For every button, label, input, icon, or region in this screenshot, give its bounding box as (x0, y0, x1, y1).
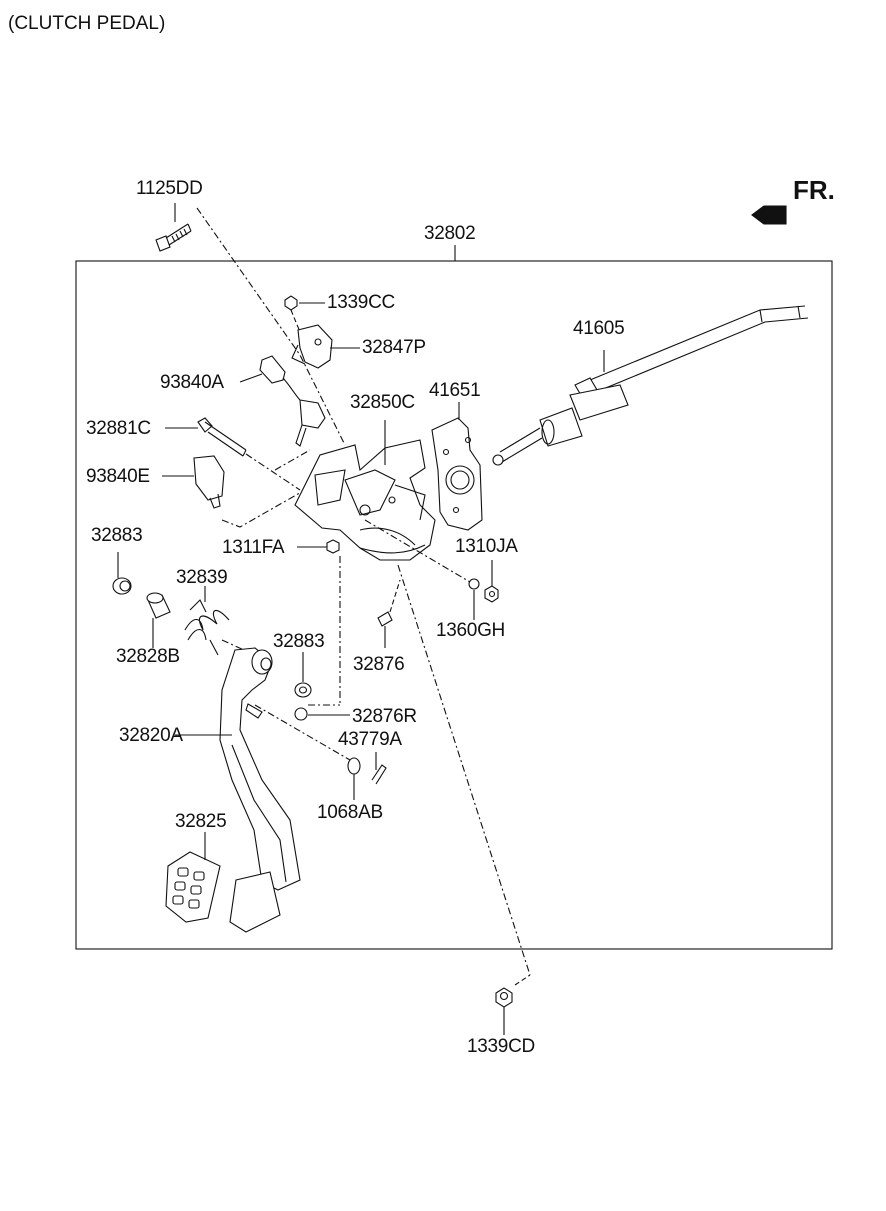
label-1310ja: 1310JA (455, 536, 518, 557)
bolt-1125dd (155, 203, 192, 252)
label-32839: 32839 (176, 567, 228, 588)
pin-32881c (165, 417, 247, 457)
label-1360gh: 1360GH (436, 620, 505, 641)
pedal-bracket-32850c (294, 420, 436, 561)
stopper-32876 (377, 611, 393, 648)
clip-43779a (371, 752, 387, 785)
washer-1068ab (347, 757, 361, 800)
nut-1339cc (284, 295, 325, 311)
pedal-pad-32825 (165, 832, 221, 923)
label-32881c: 32881C (86, 418, 151, 439)
label-32876: 32876 (353, 654, 405, 675)
label-41651: 41651 (429, 380, 481, 401)
label-93840a: 93840A (160, 372, 224, 393)
stopper-32876r (294, 707, 350, 721)
label-1068ab: 1068AB (317, 802, 383, 823)
label-32820a: 32820A (119, 725, 183, 746)
label-32825: 32825 (175, 811, 227, 832)
label-32883-left: 32883 (91, 525, 143, 546)
label-32828b: 32828B (116, 646, 180, 667)
bracket-32847p (291, 324, 360, 369)
label-1339cd: 1339CD (467, 1036, 535, 1057)
front-direction-arrow (751, 205, 787, 225)
nut-1310ja (484, 560, 499, 603)
bushing-32883-right (294, 652, 312, 698)
washer-1360gh (468, 578, 480, 620)
bushing-32828b (146, 592, 171, 648)
bushing-32883-left (112, 552, 132, 595)
label-32847p: 32847P (362, 337, 426, 358)
label-32850c: 32850C (350, 392, 415, 413)
label-32802: 32802 (424, 223, 476, 244)
gasket-41651 (431, 402, 483, 531)
spring-32839 (184, 586, 230, 656)
label-1311fa: 1311FA (222, 537, 285, 558)
label-43779a: 43779A (338, 729, 402, 750)
nut-1339cd (495, 987, 513, 1035)
assembly-frame (75, 260, 833, 950)
clutch-line-41605 (492, 305, 809, 466)
nut-1311fa (297, 539, 340, 554)
label-1125dd: 1125DD (136, 178, 203, 199)
pedal-arm-32820a (175, 647, 301, 933)
diagram-title: (CLUTCH PEDAL) (8, 13, 166, 34)
label-32876r: 32876R (352, 706, 417, 727)
label-93840e: 93840E (86, 466, 150, 487)
switch-93840a (239, 355, 326, 447)
front-direction-label: FR. (793, 175, 835, 205)
label-41605: 41605 (573, 318, 625, 339)
switch-93840e (162, 455, 225, 509)
label-1339cc: 1339CC (327, 292, 395, 313)
label-32883-right: 32883 (273, 631, 325, 652)
